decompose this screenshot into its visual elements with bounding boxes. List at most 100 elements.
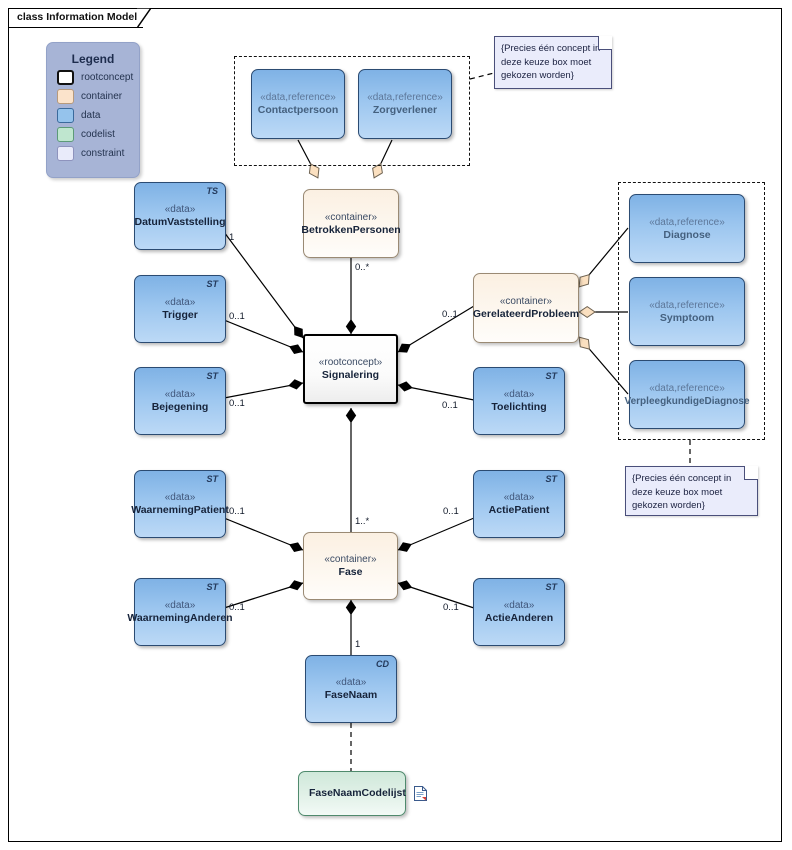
legend-swatch-codelist xyxy=(57,127,74,142)
class-fasenaam[interactable]: CD «data» FaseNaam xyxy=(305,655,397,723)
class-toelichting[interactable]: ST «data» Toelichting xyxy=(473,367,565,435)
class-zorgverlener-stereotype: «data,reference» xyxy=(367,92,443,103)
mult-gerelateerdprobleem: 0..1 xyxy=(442,309,458,320)
legend-label-container: container xyxy=(81,91,123,102)
class-signalering-name: Signalering xyxy=(321,369,380,381)
legend-label-rootconcept: rootconcept xyxy=(81,72,134,83)
class-gerelateerdprobleem-stereotype: «container» xyxy=(499,296,553,307)
class-actiepatient-name: ActiePatient xyxy=(488,504,550,516)
class-waarneminganderen-name: WaarnemingAnderen xyxy=(127,612,233,624)
note-choice-constraint-top: {Precies één concept in deze keuze box m… xyxy=(494,36,612,89)
class-bejegening[interactable]: ST «data» Bejegening xyxy=(134,367,226,435)
class-actiepatient-tag: ST xyxy=(545,474,557,484)
mult-datumvaststelling: 1 xyxy=(229,232,235,243)
class-fase-name: Fase xyxy=(338,566,363,578)
class-datumvaststelling-stereotype: «data» xyxy=(164,204,196,215)
class-symptoom[interactable]: «data,reference» Symptoom xyxy=(629,277,745,346)
class-diagnose[interactable]: «data,reference» Diagnose xyxy=(629,194,745,263)
class-actiepatient[interactable]: ST «data» ActiePatient xyxy=(473,470,565,538)
class-fase[interactable]: «container» Fase xyxy=(303,532,398,600)
legend-label-data: data xyxy=(81,110,101,121)
class-verpleegkundigediagnose-name: VerpleegkundigeDiagnose xyxy=(624,395,750,407)
mult-actieanderen: 0..1 xyxy=(443,602,459,613)
class-fasenaamcodelijst[interactable]: FaseNaamCodelijst xyxy=(298,771,427,816)
legend-swatch-constraint xyxy=(57,146,74,161)
class-trigger-name: Trigger xyxy=(162,309,198,321)
class-betrokkenpersonen-stereotype: «container» xyxy=(324,211,378,223)
class-trigger[interactable]: ST «data» Trigger xyxy=(134,275,226,343)
class-waarneminganderen-tag: ST xyxy=(206,582,218,592)
mult-trigger: 0..1 xyxy=(229,311,245,322)
legend-swatch-data xyxy=(57,108,74,123)
class-trigger-stereotype: «data» xyxy=(164,297,196,308)
class-zorgverlener-name: Zorgverlener xyxy=(372,104,438,116)
note-fold-corner-top xyxy=(598,36,612,50)
choice-group-gerelateerd-probleem xyxy=(618,182,765,440)
class-verpleegkundigediagnose-stereotype: «data,reference» xyxy=(649,382,725,394)
class-actieanderen[interactable]: ST «data» ActieAnderen xyxy=(473,578,565,646)
legend-title: Legend xyxy=(71,52,115,66)
diagram-title-tab-corner xyxy=(137,8,151,28)
diagram-frame xyxy=(8,8,782,842)
class-actieanderen-stereotype: «data» xyxy=(503,600,535,611)
note-fold-corner-bottom xyxy=(744,466,758,480)
class-waarnemingpatient-stereotype: «data» xyxy=(164,492,196,503)
class-fasenaamcodelijst-name: FaseNaamCodelijst xyxy=(309,787,406,799)
class-symptoom-name: Symptoom xyxy=(659,311,715,324)
class-bejegening-tag: ST xyxy=(206,371,218,381)
legend: Legend rootconcept container data codeli… xyxy=(46,42,140,178)
legend-swatch-container xyxy=(57,89,74,104)
mult-waarnemingpatient: 0..1 xyxy=(229,506,245,517)
class-actieanderen-tag: ST xyxy=(545,582,557,592)
class-trigger-tag: ST xyxy=(206,279,218,289)
mult-actiepatient: 0..1 xyxy=(443,506,459,517)
class-waarnemingpatient[interactable]: ST «data» WaarnemingPatient xyxy=(131,470,229,538)
class-toelichting-tag: ST xyxy=(545,371,557,381)
class-toelichting-name: Toelichting xyxy=(491,401,547,413)
class-diagnose-stereotype: «data,reference» xyxy=(649,216,725,228)
class-datumvaststelling-tag: TS xyxy=(206,186,218,196)
class-symptoom-stereotype: «data,reference» xyxy=(649,299,725,311)
mult-bejegening: 0..1 xyxy=(229,398,245,409)
legend-item-rootconcept: rootconcept xyxy=(57,70,139,85)
legend-label-codelist: codelist xyxy=(81,129,115,140)
mult-betrokkenpersonen-signalering: 0..* xyxy=(355,262,370,273)
mult-fase-signalering: 1..* xyxy=(355,516,370,527)
class-actiepatient-stereotype: «data» xyxy=(503,492,535,503)
class-fase-stereotype: «container» xyxy=(324,554,377,565)
class-actieanderen-name: ActieAnderen xyxy=(484,612,554,624)
class-bejegening-name: Bejegening xyxy=(151,401,209,413)
class-fasenaam-stereotype: «data» xyxy=(335,677,367,688)
document-icon xyxy=(413,786,427,801)
legend-item-constraint: constraint xyxy=(57,146,139,161)
mult-fasenaam: 1 xyxy=(355,639,361,650)
legend-swatch-rootconcept xyxy=(57,70,74,85)
class-gerelateerdprobleem[interactable]: «container» GerelateerdProbleem xyxy=(473,273,579,343)
mult-toelichting: 0..1 xyxy=(442,400,458,411)
class-contactpersoon[interactable]: «data,reference» Contactpersoon xyxy=(251,69,345,139)
legend-item-container: container xyxy=(57,89,139,104)
mult-waarneminganderen: 0..1 xyxy=(229,602,245,613)
diagram-title-tab: class Information Model xyxy=(8,8,144,28)
class-toelichting-stereotype: «data» xyxy=(503,389,535,400)
class-signalering[interactable]: «rootconcept» Signalering xyxy=(303,334,398,404)
legend-item-data: data xyxy=(57,108,139,123)
note-text-top: {Precies één concept in deze keuze box m… xyxy=(501,43,601,81)
class-waarneminganderen-stereotype: «data» xyxy=(164,600,196,611)
class-fasenaam-name: FaseNaam xyxy=(324,689,378,701)
class-betrokkenpersonen-name: BetrokkenPersonen xyxy=(301,223,401,236)
class-diagnose-name: Diagnose xyxy=(663,228,711,241)
class-gerelateerdprobleem-name: GerelateerdProbleem xyxy=(472,308,580,320)
class-waarnemingpatient-tag: ST xyxy=(206,474,218,484)
class-zorgverlener[interactable]: «data,reference» Zorgverlener xyxy=(358,69,452,139)
note-text-bottom: {Precies één concept in deze keuze box m… xyxy=(632,473,732,511)
class-waarneminganderen[interactable]: ST «data» WaarnemingAnderen xyxy=(127,578,233,646)
class-contactpersoon-stereotype: «data,reference» xyxy=(260,92,336,103)
note-choice-constraint-bottom: {Precies één concept in deze keuze box m… xyxy=(625,466,758,516)
class-datumvaststelling[interactable]: TS «data» DatumVaststelling xyxy=(134,182,226,250)
class-verpleegkundigediagnose[interactable]: «data,reference» VerpleegkundigeDiagnose xyxy=(624,360,750,429)
class-contactpersoon-name: Contactpersoon xyxy=(257,104,339,116)
class-betrokkenpersonen[interactable]: «container» BetrokkenPersonen xyxy=(301,189,401,258)
